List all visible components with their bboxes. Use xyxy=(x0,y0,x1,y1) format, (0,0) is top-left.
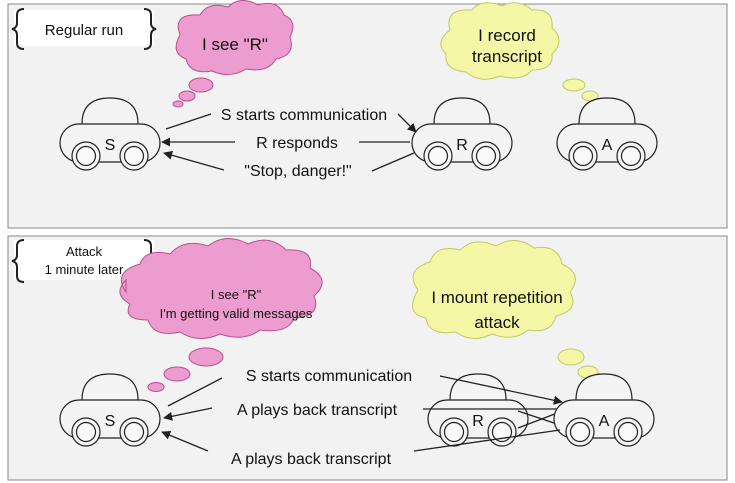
transcript-lines xyxy=(441,408,561,429)
left-brace xyxy=(11,239,25,283)
panel-label-line2: 1 minute later xyxy=(45,262,124,277)
car-s: S xyxy=(59,373,161,447)
message-text: "Stop, danger!" xyxy=(244,163,351,180)
right-brace xyxy=(143,8,157,50)
panel-label: Regular run xyxy=(45,22,123,39)
thought-text-line2: transcript xyxy=(472,47,542,66)
message-text: S starts communication xyxy=(246,368,412,385)
label-box xyxy=(14,10,154,46)
thought-text-line1: I mount repetition xyxy=(431,288,562,307)
thought-text-line2: attack xyxy=(474,313,520,332)
thought-text-line1: I see "R" xyxy=(211,287,262,302)
thought-text: I see "R" xyxy=(202,35,268,54)
car-a: A xyxy=(553,373,655,447)
message-2: A plays back transcript xyxy=(163,402,441,421)
car-label: A xyxy=(602,137,613,154)
car-label: S xyxy=(105,413,116,430)
car-label: R xyxy=(456,137,468,154)
car-a: A xyxy=(556,97,658,171)
regular-run-label-group: Regular run xyxy=(11,8,157,50)
car-r: R xyxy=(411,97,513,171)
thought-text-line1: I record xyxy=(478,26,536,45)
panel-label-line1: Attack xyxy=(66,244,103,259)
message-text: S starts communication xyxy=(221,107,387,124)
car-s: S xyxy=(59,97,161,171)
car-label: A xyxy=(599,413,610,430)
car-label: R xyxy=(472,413,484,430)
message-text: R responds xyxy=(256,135,338,152)
thought-text-line2: I'm getting valid messages xyxy=(160,306,313,321)
message-text: A plays back transcript xyxy=(237,402,398,419)
regular-run-panel: Regular run I see "R" I record transcrip… xyxy=(7,0,728,229)
car-label: S xyxy=(105,137,116,154)
message-text: A plays back transcript xyxy=(231,451,392,468)
message-3: "Stop, danger!" xyxy=(163,150,415,180)
thought-cloud-a: I record transcript xyxy=(440,2,607,109)
thought-cloud-s: I see "R" xyxy=(172,0,294,108)
message-1: S starts communication xyxy=(165,107,417,133)
message-3: A plays back transcript xyxy=(161,429,561,468)
message-2: R responds xyxy=(161,135,410,152)
message-1: S starts communication xyxy=(167,368,563,407)
thought-cloud-s: I see "R" I'm getting valid messages xyxy=(119,238,323,392)
attack-panel: Attack 1 minute later I see "R" I'm gett… xyxy=(7,235,728,481)
left-brace xyxy=(11,8,25,50)
